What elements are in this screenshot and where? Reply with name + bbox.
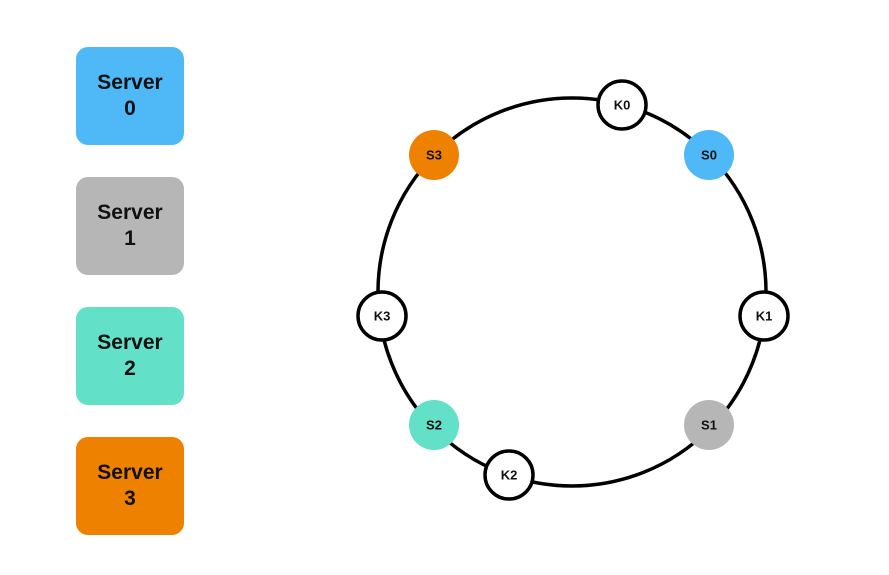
server-3-label: Server — [97, 461, 163, 484]
ring-node-k1-label: K1 — [756, 309, 773, 324]
ring-node-s0: S0 — [684, 130, 734, 180]
server-0-box: Server 0 — [76, 47, 184, 145]
server-0-label: Server — [97, 71, 163, 94]
ring-node-s1-label: S1 — [701, 418, 717, 433]
ring-node-s0-label: S0 — [701, 148, 717, 163]
server-2-number: 2 — [124, 357, 136, 380]
ring-node-s2: S2 — [409, 400, 459, 450]
server-1-number: 1 — [124, 227, 136, 250]
ring-node-k3-label: K3 — [374, 309, 391, 324]
ring-node-k2: K2 — [483, 449, 535, 501]
server-3-number: 3 — [124, 487, 136, 510]
server-2-label: Server — [97, 331, 163, 354]
ring-node-s1: S1 — [684, 400, 734, 450]
ring-node-s3: S3 — [409, 130, 459, 180]
server-3-box: Server 3 — [76, 437, 184, 535]
server-1-box: Server 1 — [76, 177, 184, 275]
server-1-label: Server — [97, 201, 163, 224]
ring-node-k1: K1 — [738, 290, 790, 342]
server-2-box: Server 2 — [76, 307, 184, 405]
ring-node-k3: K3 — [356, 290, 408, 342]
ring-node-k2-label: K2 — [501, 468, 518, 483]
ring-node-s2-label: S2 — [426, 418, 442, 433]
ring-node-k0: K0 — [596, 79, 648, 131]
ring-node-k0-label: K0 — [614, 98, 631, 113]
server-0-number: 0 — [124, 97, 136, 120]
ring-node-s3-label: S3 — [426, 148, 442, 163]
